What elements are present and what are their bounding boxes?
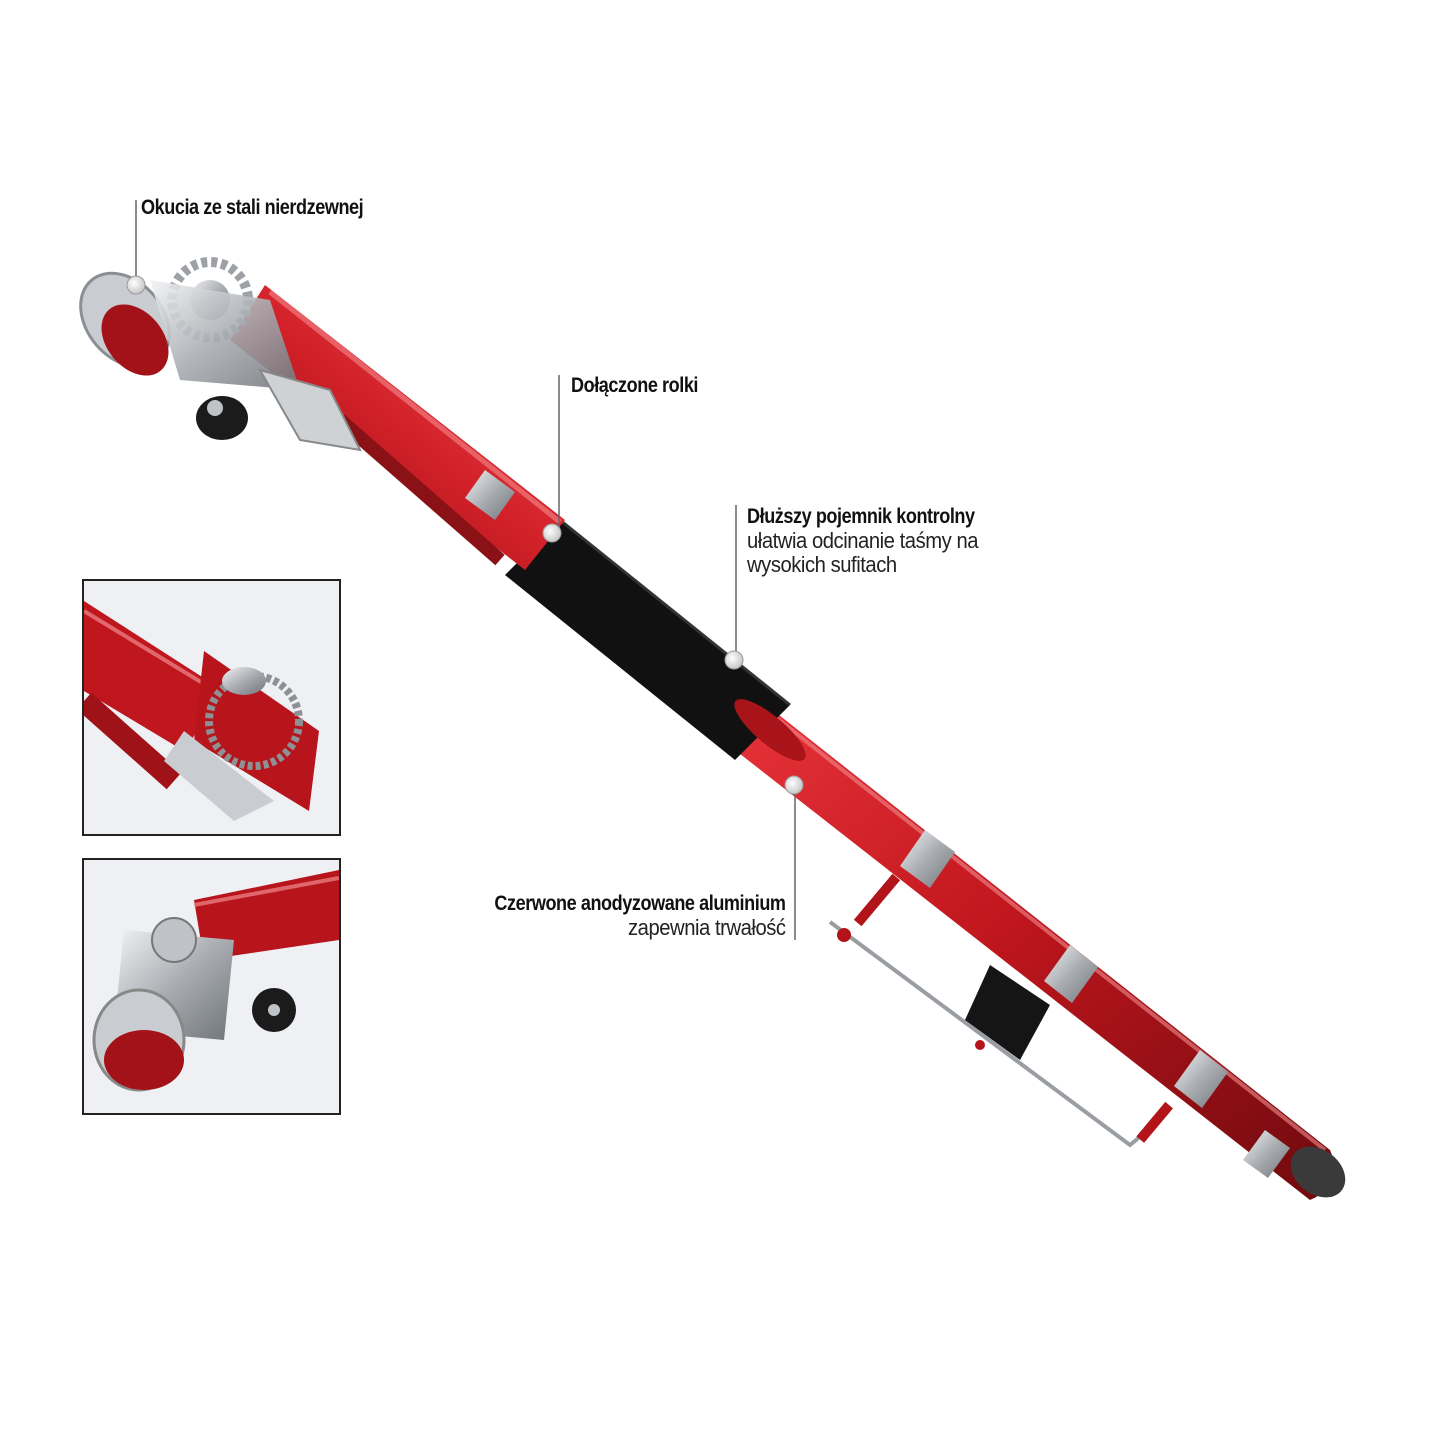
callout-markers (126, 200, 804, 940)
callout-rollers-title: Dołączone rolki (571, 374, 699, 397)
callout-fittings: Okucia ze stali nierdzewnej (141, 196, 399, 220)
callout-fittings-title: Okucia ze stali nierdzewnej (141, 196, 364, 219)
callout-control-box: Dłuższy pojemnik kontrolny ułatwia odcin… (747, 505, 1012, 577)
control-box (505, 518, 806, 761)
callout-box-title: Dłuższy pojemnik kontrolny (747, 505, 975, 528)
callout-aluminium: Czerwone anodyzowane aluminium zapewnia … (447, 892, 787, 940)
red-levers (837, 873, 1173, 1143)
inset-photo-top (82, 579, 341, 836)
head-mechanism (79, 257, 362, 452)
inset-photo-bottom (82, 858, 341, 1115)
inset-bottom-illustration (84, 860, 339, 1113)
callout-aluminium-title: Czerwone anodyzowane aluminium (494, 892, 787, 915)
callout-rollers: Dołączone rolki (571, 374, 719, 398)
callout-box-line1: ułatwia odcinanie taśmy na (747, 528, 979, 553)
main-tube (735, 700, 1346, 1200)
callout-box-line2: wysokich sufitach (747, 552, 897, 577)
black-bracket (965, 965, 1050, 1060)
inset-top-illustration (84, 581, 339, 834)
callout-aluminium-line1: zapewnia trwałość (628, 915, 786, 940)
upper-tube (230, 285, 565, 570)
steel-clamps (900, 830, 1290, 1178)
